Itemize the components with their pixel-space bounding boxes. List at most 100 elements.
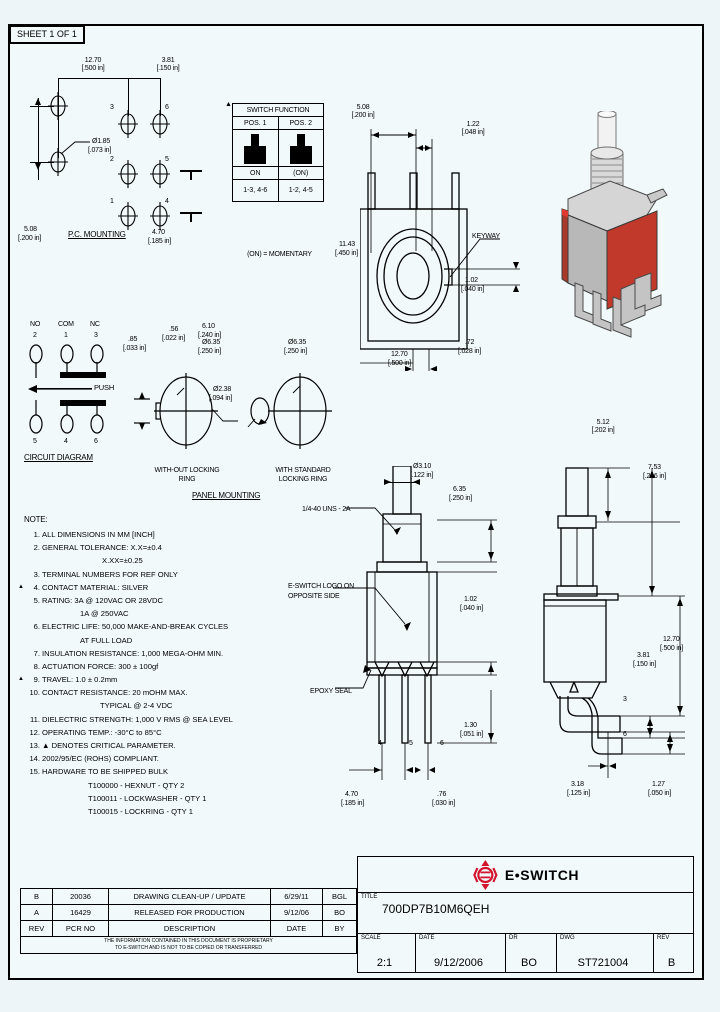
logo-side-note: E-SWITCH LOGO ON OPPOSITE SIDE [288,583,355,600]
circuit-schematic [28,344,106,434]
switch-3d-render [561,111,668,338]
part-number: 700DP7B10M6QEH [382,902,490,916]
drawing-title-field: TITLE 700DP7B10M6QEH [358,893,693,934]
note-item: ▲9.TRAVEL: 1.0 ± 0.2mm [16,673,231,686]
note-number: 9. [33,675,40,685]
note-text: TERMINAL NUMBERS FOR REF ONLY [42,569,178,579]
note-text: INSULATION RESISTANCE: 1,000 MEGA-OHM MI… [42,648,224,658]
column-header: DATE [270,920,323,937]
top-dim-102-mm: 1.02 [465,277,478,284]
front-dim-310-in: [.122 in] [410,472,434,479]
note-text: 2002/95/EC (ROHS) COMPLIANT. [42,754,159,764]
by-cell: BGL [322,888,357,905]
pc-terminal-2: 2 [110,156,114,163]
note-number: 12. [29,727,40,737]
circuit-terminal-2: 2 [33,332,37,339]
circuit-push-label: PUSH [94,383,115,392]
note-text: TYPICAL @ 2-4 VDC [100,701,173,711]
switch-function-title: SWITCH FUNCTION [232,103,324,117]
panel-dim-238-in: [.094 in] [209,395,233,402]
note-number: 4. [33,582,40,592]
dr-caption: DR [509,935,518,941]
top-dim-1143-mm: 11.43 [339,241,355,248]
pc-terminal-5: 5 [165,156,169,163]
switch-function-col-pos2: POS. 2 [277,116,324,130]
pc-dim-508-in: [.200 in] [18,235,42,242]
panel-dim-610-in: [.240 in] [198,332,222,339]
front-terminal-6: 6 [440,740,444,747]
circuit-terminal-6: 6 [94,438,98,445]
note-item: X.XX=±0.25 [16,554,231,567]
pc-dim-381-mm: 3.81 [161,57,175,64]
note-item: 1.ALL DIMENSIONS IN MM [INCH] [16,528,231,541]
company-name: E•SWITCH [504,866,580,883]
company-logo-area: E•SWITCH [358,857,693,893]
side-dim-381-in: [.150 in] [633,661,657,668]
note-item: 8.ACTUATION FORCE: 300 ± 100gf [16,660,231,673]
description-cell: RELEASED FOR PRODUCTION [108,904,271,921]
side-view-drawing [543,467,685,778]
pc-dim-508-mm: 5.08 [24,226,37,233]
epoxy-seal-label: EPOXY SEAL [310,688,352,695]
title-caption: TITLE [361,894,378,900]
panel-mounting-caption: PANEL MOUNTING [192,491,261,500]
pc-dim-470-in: [.185 in] [148,238,172,245]
side-dim-1270-mm: 12.70 [663,636,680,643]
panel-dim-085-mm: .85 [128,336,138,343]
note-number: 3. [33,569,40,579]
note-item: 12.OPERATING TEMP.: -30°C to 85°C [16,726,231,739]
dr-value: BO [521,957,537,969]
note-number: 7. [33,648,40,658]
circuit-terminal-4: 4 [64,438,68,445]
column-header: BY [322,920,357,937]
top-view-drawing [360,129,520,371]
pc-dim-1270-mm: 12.70 [84,57,102,64]
side-dim-512-mm: 5.12 [596,419,610,426]
front-dim-635-mm: 6.35 [453,486,466,493]
front-dim-310-mm: Ø3.10 [413,463,432,470]
note-item: 7.INSULATION RESISTANCE: 1,000 MEGA-OHM … [16,647,231,660]
switch-function-footnote: (ON) = MOMENTARY [247,251,312,258]
note-item: 10.CONTACT RESISTANCE: 20 mOHM MAX. [16,686,231,699]
note-item: T100000 - HEXNUT - QTY 2 [16,779,231,792]
front-dim-635-in: [.250 in] [449,495,473,502]
top-dim-072-mm: .72 [465,339,475,346]
note-item: 15.HARDWARE TO BE SHIPPED BULK [16,765,231,778]
panel-label-without-ring: WITH-OUT LOCKING RING [154,467,220,483]
circuit-label-nc: NC [90,321,100,328]
pc-dim-hole-in: [.073 in] [88,147,112,154]
side-dim-318-mm: 3.18 [571,781,584,788]
note-number: 8. [33,661,40,671]
panel-dim-056-mm: .56 [169,326,179,333]
note-text: RATING: 3A @ 120VAC OR 28VDC [42,595,163,605]
date-cell: 6/29/11 [270,888,323,905]
switch-circuit-pos2: 1-2, 4-5 [277,179,324,202]
top-dim-1270-in: [.500 in] [388,360,412,367]
panel-dim-635-mm: Ø6.35 [202,339,221,346]
side-dim-381-mm: 3.81 [637,652,650,659]
circuit-diagram-caption: CIRCUIT DIAGRAM [24,453,93,462]
panel-dim-610-mm: 6.10 [202,323,215,330]
note-item: 3.TERMINAL NUMBERS FOR REF ONLY [16,568,231,581]
note-number: 1. [33,530,40,539]
top-dim-1143-in: [.450 in] [335,250,359,257]
critical-triangle-icon: ▲ [18,676,24,683]
pc-terminal-1: 1 [110,198,114,205]
column-header: DESCRIPTION [108,920,271,937]
note-item: 1A @ 250VAC [16,607,231,620]
pc-terminal-3: 3 [110,104,114,111]
date-field: DATE 9/12/2006 [416,934,506,973]
note-text: GENERAL TOLERANCE: X.X=±0.4 [42,543,162,553]
note-item: 11.DIELECTRIC STRENGTH: 1,000 V RMS @ SE… [16,713,233,726]
note-text: CONTACT MATERIAL: SILVER [42,582,149,592]
note-text: DIELECTRIC STRENGTH: 1,000 V RMS @ SEA L… [42,714,233,724]
top-dim-508-in: [.200 in] [351,112,375,119]
front-dim-102-mm: 1.02 [464,596,477,603]
date-value: 9/12/2006 [434,957,483,969]
panel-dim-085-in: [.033 in] [123,345,147,352]
column-header: PCR NO [52,920,109,937]
